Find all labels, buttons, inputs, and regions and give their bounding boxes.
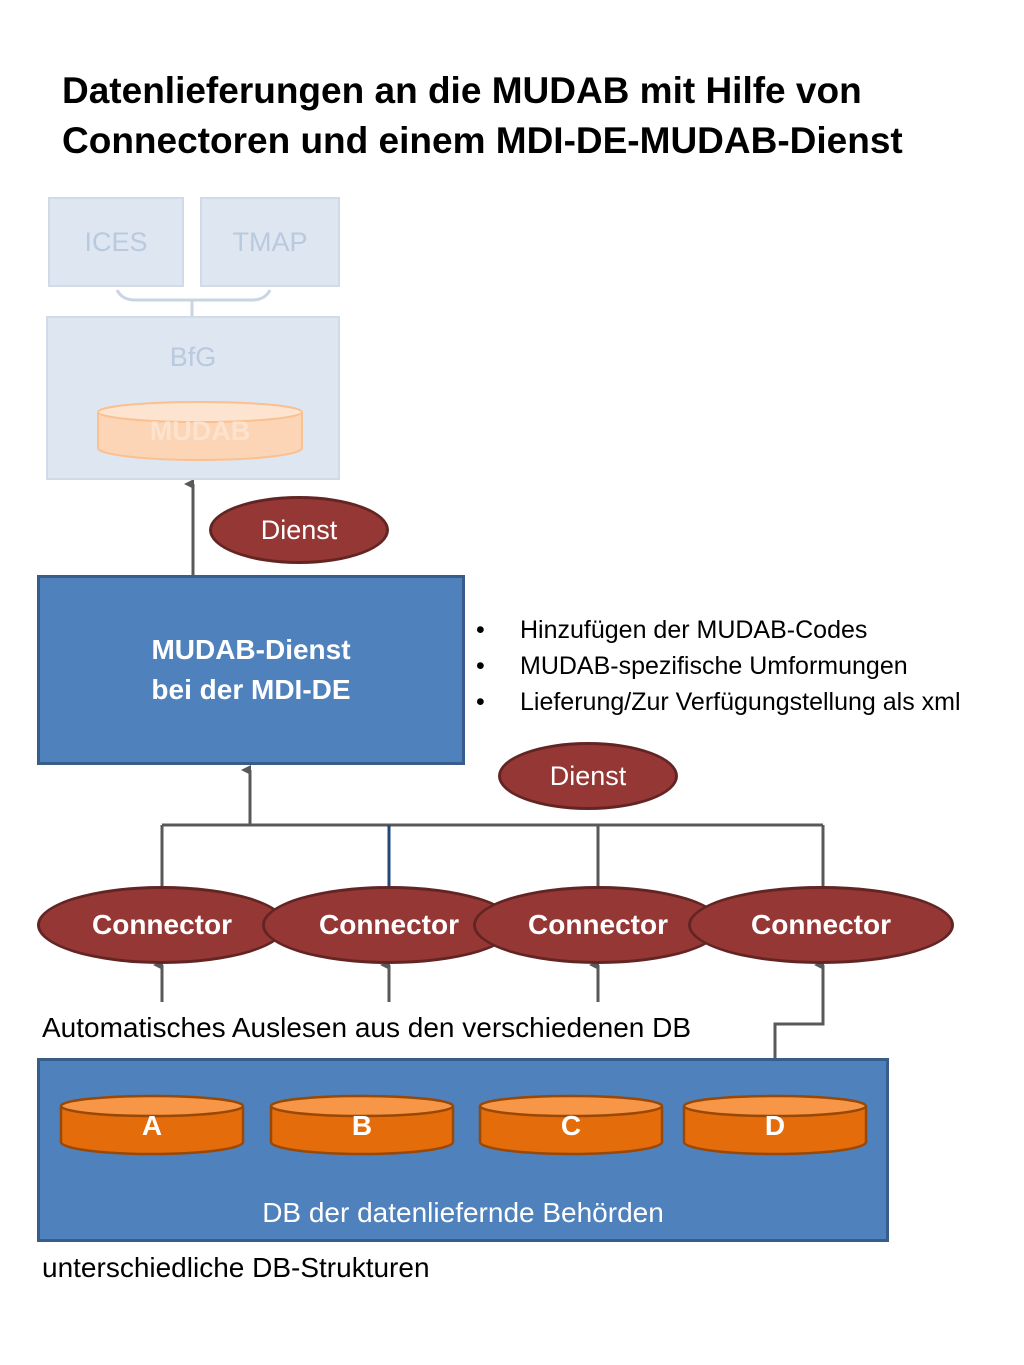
ices-box: ICES: [48, 197, 184, 287]
dienst-lower-label: Dienst: [549, 760, 627, 791]
title-line-1: Datenlieferungen an die MUDAB mit Hilfe …: [62, 70, 862, 111]
ices-label: ICES: [84, 226, 148, 257]
slide-title: Datenlieferungen an die MUDAB mit Hilfe …: [62, 66, 1002, 166]
connector-ellipse-3: Connector: [473, 886, 723, 964]
connector-label: Connector: [528, 909, 668, 940]
dienst-ellipse-lower: Dienst: [498, 742, 678, 810]
connector-bus: [160, 823, 825, 888]
dienst-upper-label: Dienst: [260, 514, 338, 545]
db-structures-caption: unterschiedliche DB-Strukturen: [42, 1252, 430, 1283]
feature-item: Hinzufügen der MUDAB-Codes: [476, 612, 961, 648]
cylinder-icon: [478, 1094, 664, 1156]
connector-ellipse-4: Connector: [688, 886, 954, 964]
bfg-box: BfG MUDAB: [46, 316, 340, 480]
mudab-dienst-box: MUDAB-Dienst bei der MDI-DE: [37, 575, 465, 765]
mudab-dienst-line-2: bei der MDI-DE: [151, 674, 351, 705]
dienst-ellipse-upper: Dienst: [209, 496, 389, 564]
database-d: D: [682, 1094, 868, 1156]
database-a: A: [59, 1094, 245, 1156]
connector-label: Connector: [319, 909, 459, 940]
bfg-label: BfG: [169, 342, 217, 372]
mudab-database-faded: MUDAB: [96, 400, 304, 462]
database-label: A: [141, 1110, 163, 1141]
auto-read-caption: Automatisches Auslesen aus den verschied…: [42, 1012, 692, 1043]
cylinder-icon: [59, 1094, 245, 1156]
connector-label: Connector: [92, 909, 232, 940]
connector-ellipse-1: Connector: [37, 886, 287, 964]
database-b: B: [269, 1094, 455, 1156]
connector-label: Connector: [751, 909, 891, 940]
title-line-2: Connectoren und einem MDI-DE-MUDAB-Diens…: [62, 120, 903, 161]
feature-item: Lieferung/Zur Verfügungstellung als xml: [476, 684, 961, 720]
database-label: B: [351, 1110, 373, 1141]
feature-list: Hinzufügen der MUDAB-Codes MUDAB-spezifi…: [476, 612, 961, 720]
cylinder-icon: [269, 1094, 455, 1156]
faded-bracket: [115, 289, 272, 316]
database-label: C: [560, 1110, 582, 1141]
faded-cylinder-icon: [97, 401, 303, 461]
db-box-label: DB der datenliefernde Behörden: [262, 1197, 664, 1228]
database-c: C: [478, 1094, 664, 1156]
mudab-dienst-line-1: MUDAB-Dienst: [151, 634, 351, 665]
mudab-faded-label: MUDAB: [149, 416, 251, 446]
tmap-box: TMAP: [200, 197, 340, 287]
feature-item: MUDAB-spezifische Umformungen: [476, 648, 961, 684]
cylinder-icon: [682, 1094, 868, 1156]
database-label: D: [764, 1110, 786, 1141]
tmap-label: TMAP: [232, 226, 308, 257]
